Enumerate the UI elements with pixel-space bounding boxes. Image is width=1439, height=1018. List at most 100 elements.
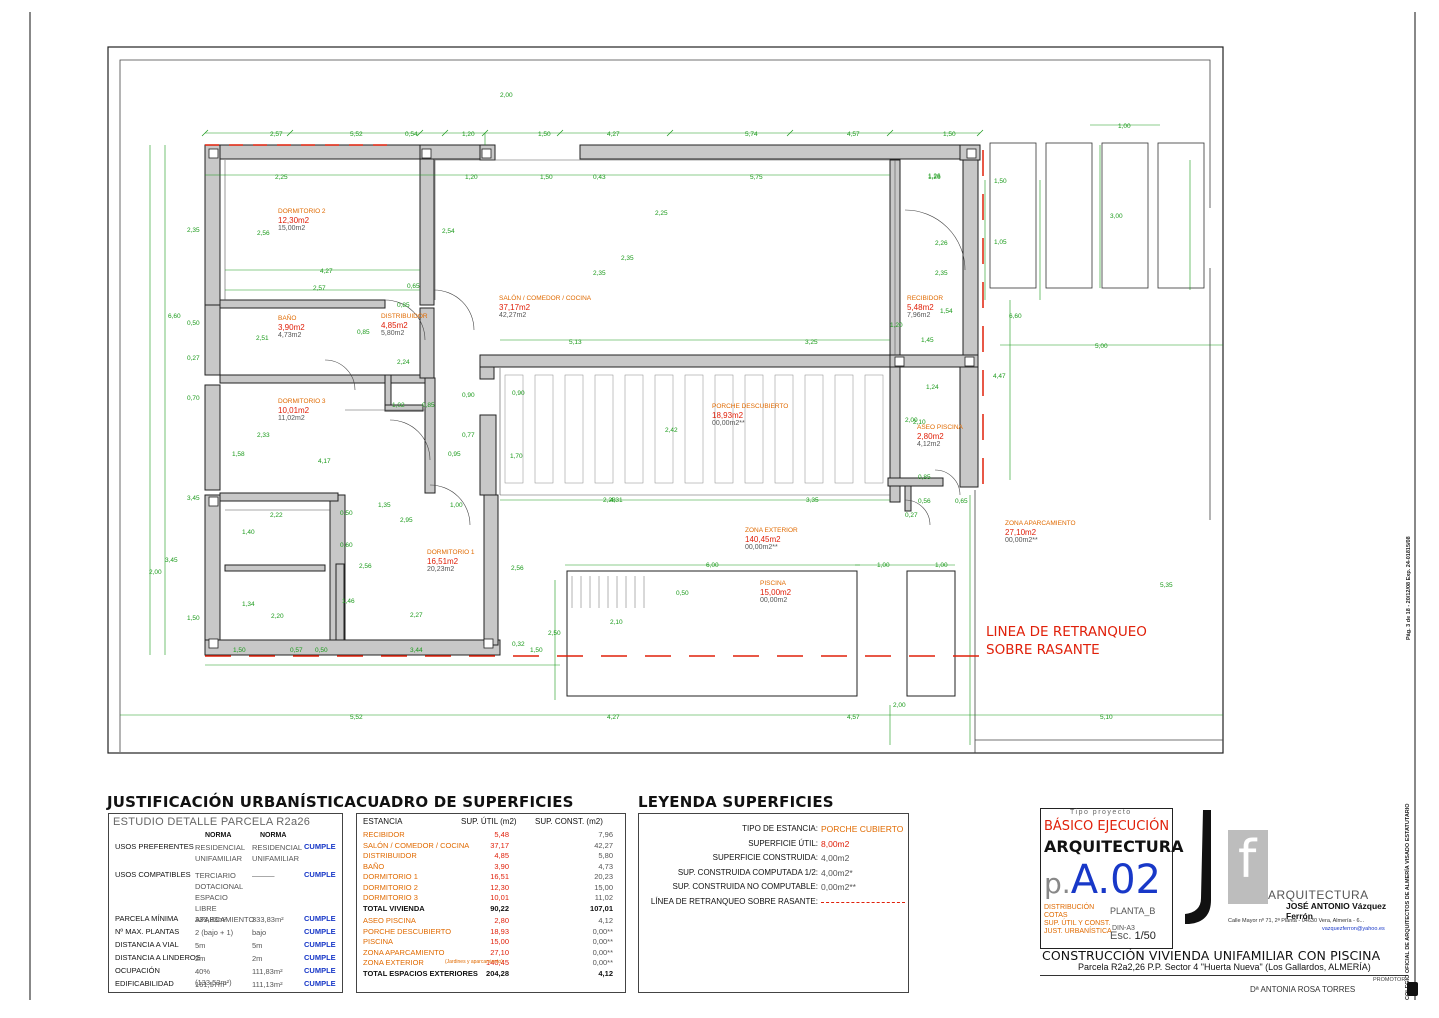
cuadro-row-0-util: 5,48 [494, 830, 509, 839]
dim-text-0: 2,57 [270, 131, 283, 138]
dim-text-9: 2,25 [275, 174, 288, 181]
dim-text-3: 1,20 [462, 131, 475, 138]
wall-9 [219, 374, 426, 384]
dim-tick-6 [666, 129, 674, 137]
dim-misc-text-37: 0,85 [422, 402, 435, 409]
room-name: DORMITORIO 1 [427, 549, 475, 556]
room-const: 7,96m2 [907, 312, 931, 319]
dim-misc-text-23: 2,25 [655, 210, 668, 217]
room-const: 42,27m2 [499, 312, 527, 319]
dim-misc-text-2: 3,00 [1110, 213, 1123, 220]
wall-25 [384, 374, 392, 406]
just-norma-a-0: RESIDENCIAL UNIFAMILIAR [195, 843, 245, 863]
room-name: SALÓN / COMEDOR / COCINA [499, 295, 592, 302]
porch-slat-8 [744, 374, 764, 484]
just-status-7: CUMPLE [304, 979, 336, 988]
cuadro-row-2-util: 4,85 [494, 851, 509, 860]
just-label-5: DISTANCIA A LINDEROS [115, 953, 201, 962]
cuadro-row-2-name: DISTRIBUIDOR [363, 851, 417, 860]
dim-left-text-0: 2,35 [187, 227, 200, 234]
just-norma-a-7: 161,57m² [195, 980, 227, 989]
dim-left-text-6: 3,45 [165, 557, 178, 564]
cuadro-total-exteriores-name: TOTAL ESPACIOS EXTERIORES [363, 968, 478, 978]
cuadro-zona-note: (Jardines y aparcamiento) [445, 959, 503, 965]
leyenda-value-0: PORCHE CUBIERTO [821, 824, 904, 834]
dim-misc-text-59: 2,10 [913, 419, 926, 426]
just-status-5: CUMPLE [304, 953, 336, 962]
room-util: 4,85m2 [381, 320, 408, 330]
dim-text-17: 0,50 [315, 647, 328, 654]
room-const: 00,00m2** [745, 544, 778, 551]
dim-text-19: 1,50 [530, 647, 543, 654]
room-name: PORCHE DESCUBIERTO [712, 403, 789, 410]
dim-tick-1 [286, 129, 294, 137]
parcel-outer [107, 46, 1224, 754]
just-norma-a-2: 333,83m² [195, 915, 227, 924]
dim-misc-text-46: 2,95 [400, 517, 413, 524]
leyenda-value-4: 0,00m2** [821, 882, 856, 892]
just-status-4: CUMPLE [304, 940, 336, 949]
cuadro-total-vivienda-const: 107,01 [590, 903, 613, 913]
pool-equipment [906, 570, 956, 697]
dim-misc-text-25: 2,54 [442, 228, 455, 235]
wall-31 [904, 485, 912, 512]
room-util: 37,17m2 [499, 302, 531, 312]
dim-misc-text-24: 2,56 [257, 230, 270, 237]
cuadro-row-4-name: DORMITORIO 1 [363, 872, 418, 881]
leyenda-label-1: SUPERFICIE ÚTIL: [748, 838, 818, 848]
door-arc-0 [384, 299, 426, 341]
wall-27 [483, 494, 499, 646]
dim-misc-text-48: 0,50 [340, 510, 353, 517]
cuadro-row-3-name: BAÑO [363, 861, 385, 871]
escala-value: 1/50 [1134, 930, 1156, 942]
dim-misc-text-56: 2,27 [410, 612, 423, 619]
room-name: ZONA APARCAMIENTO [1005, 520, 1076, 527]
dim-misc-text-6: 5,00 [1095, 343, 1108, 350]
cuadro-row-6-name: DORMITORIO 3 [363, 893, 418, 902]
dim-misc-text-5: 6,60 [1009, 313, 1022, 320]
side-note-text: Pág. 3 de 18 - 20/12/08 Exp. 24-01815/08 [1406, 536, 1412, 640]
wall-8 [219, 299, 386, 309]
dim-tick-7 [786, 129, 794, 137]
room-util: 5,48m2 [907, 302, 934, 312]
cuadro-row-1-const: 42,27 [594, 840, 613, 850]
wall-28 [335, 563, 345, 641]
promotor-label: PROMOTOR [1373, 977, 1406, 983]
dim-misc-text-12: 1,00 [877, 562, 890, 569]
cuadro-row-1-name: SALÓN / COMEDOR / COCINA [363, 840, 470, 850]
wall-20 [959, 366, 979, 488]
dim-tick-5 [556, 129, 564, 137]
dim-text-2: 0,54 [405, 131, 418, 138]
dim-misc-text-21: 2,42 [665, 427, 678, 434]
cuadro-row-4-const: 20,23 [594, 872, 613, 881]
area: ARQUITECTURA [1044, 837, 1184, 856]
dim-misc-text-47: 1,00 [450, 502, 463, 509]
room-util: 15,00m2 [760, 587, 792, 597]
dim-misc-text-13: 1,00 [935, 562, 948, 569]
wall-23 [424, 377, 436, 494]
door-arc-1 [433, 289, 475, 331]
just-norma-b-0: RESIDENCIAL UNIFAMILIAR [252, 843, 302, 863]
column-0 [208, 148, 219, 159]
dim-tick-8 [886, 129, 894, 137]
dim-misc-text-54: 1,34 [242, 601, 255, 608]
cuadro-row-2-const: 5,80 [598, 851, 613, 860]
dim-misc-text-18: 4,31 [610, 497, 623, 504]
dim-tick-0 [201, 129, 209, 137]
dim-left-text-8: 1,50 [187, 615, 200, 622]
room-name: DISTRIBUIDOR [381, 313, 428, 320]
cuadro-row-5-name: DORMITORIO 2 [363, 882, 418, 892]
cuadro-row-5-const: 15,00 [594, 882, 613, 892]
din: DIN-A3 [1112, 925, 1135, 932]
cuadro-title: CUADRO DE SUPERFICIES [356, 793, 574, 811]
parcela: Parcela R2a2,26 P.P. Sector 4 "Huerta Nu… [1078, 962, 1371, 972]
dim-misc-text-35: 2,24 [397, 359, 410, 366]
pool [566, 570, 858, 697]
door-arc-3 [324, 359, 356, 391]
porch-slat-7 [714, 374, 734, 484]
dim-text-4: 1,50 [538, 131, 551, 138]
just-label-3: Nº MAX. PLANTAS [115, 927, 180, 936]
dim-misc-text-29: 2,57 [313, 285, 326, 292]
